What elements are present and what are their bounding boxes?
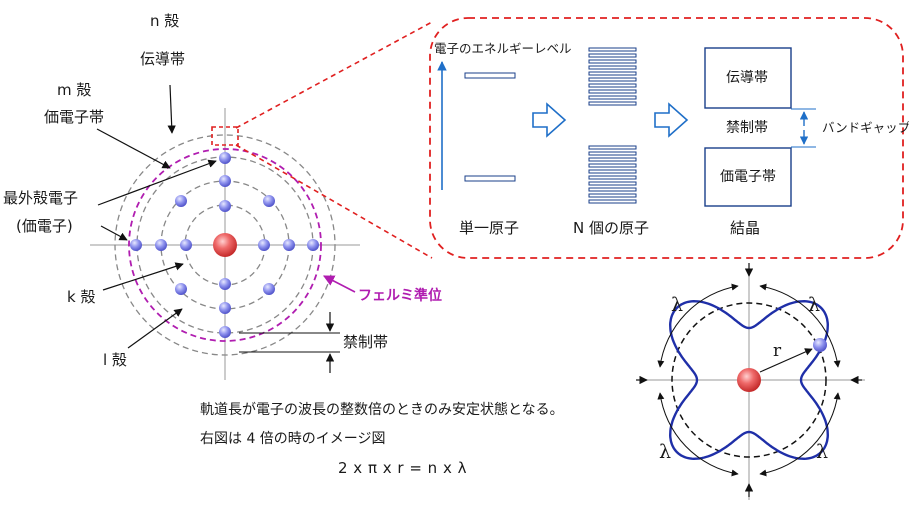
zoom-guide-line-bottom bbox=[235, 144, 433, 259]
electron bbox=[263, 283, 275, 295]
m-shell-pointer bbox=[96, 128, 171, 169]
energy-level-line bbox=[588, 101, 637, 106]
forbidden-band-label: 禁制帯 bbox=[343, 333, 389, 351]
electron bbox=[219, 200, 231, 212]
explanation-line-2: 右図は 4 倍の時のイメージ図 bbox=[200, 431, 386, 447]
wavelength-arc-top-right bbox=[759, 283, 841, 368]
electron bbox=[130, 239, 142, 251]
electrons bbox=[130, 152, 319, 338]
electron bbox=[219, 326, 231, 338]
zoom-guide-line-top bbox=[235, 21, 433, 129]
electron bbox=[219, 278, 231, 290]
lambda-label-bottom-right: λ bbox=[816, 441, 829, 463]
energy-level-line bbox=[588, 157, 637, 162]
arrow-to-n-atoms bbox=[532, 102, 567, 138]
n-atoms-upper-levels bbox=[588, 47, 637, 106]
n-atoms-lower-levels bbox=[588, 145, 637, 204]
energy-level-line bbox=[588, 95, 637, 100]
conduction-band-box bbox=[704, 47, 792, 109]
wave-electron bbox=[813, 338, 827, 352]
energy-level-line bbox=[588, 193, 637, 198]
energy-level-line bbox=[588, 77, 637, 82]
valence-electron-pointer bbox=[100, 225, 128, 241]
band-gap-label: バンドギャップ bbox=[822, 120, 909, 135]
energy-level-line bbox=[588, 59, 637, 64]
electron bbox=[175, 283, 187, 295]
fermi-level-pointer bbox=[323, 275, 356, 293]
outermost-electron bbox=[219, 152, 231, 164]
crystal-valence-band-label: 価電子帯 bbox=[720, 169, 776, 185]
arrow-to-crystal bbox=[654, 102, 689, 138]
electron bbox=[180, 239, 192, 251]
energy-level-line bbox=[588, 71, 637, 76]
lambda-label-bottom-left: λ bbox=[659, 441, 672, 463]
energy-level-line bbox=[588, 187, 637, 192]
base-orbit bbox=[671, 302, 827, 458]
l-shell-pointer bbox=[127, 308, 183, 349]
electron bbox=[307, 239, 319, 251]
lambda-label-top-right: λ bbox=[808, 294, 821, 316]
explanation-line-1: 軌道長が電子の波長の整数倍のときのみ安定状態となる。 bbox=[200, 402, 564, 418]
crystal-conduction-band-label: 伝導帯 bbox=[726, 70, 768, 86]
n-shell-label: n 殻 bbox=[150, 12, 180, 30]
electron bbox=[263, 195, 275, 207]
wavelength-arc-bottom-left bbox=[657, 392, 739, 477]
energy-level-line bbox=[588, 145, 637, 150]
single-atom-upper-level bbox=[464, 72, 516, 79]
valence-electron-label: (価電子) bbox=[16, 217, 73, 235]
valence-band-label: 価電子帯 bbox=[44, 108, 105, 126]
wavelength-arc-bottom-right bbox=[759, 392, 841, 477]
wave-nucleus bbox=[737, 368, 761, 392]
crystal-label: 結晶 bbox=[730, 219, 761, 237]
outermost-electron-pointer bbox=[97, 159, 217, 206]
orbit-wave-diagram bbox=[636, 263, 865, 500]
crystal-forbidden-band-label: 禁制帯 bbox=[726, 120, 768, 136]
electron bbox=[155, 239, 167, 251]
electron bbox=[219, 302, 231, 314]
radius-arrow bbox=[759, 348, 813, 373]
energy-level-line bbox=[588, 65, 637, 70]
energy-level-line bbox=[588, 151, 637, 156]
energy-level-label: 電子のエネルギーレベル bbox=[434, 41, 572, 56]
electron bbox=[175, 195, 187, 207]
energy-level-line bbox=[588, 47, 637, 52]
energy-level-line bbox=[588, 169, 637, 174]
orbit-formula: 2 x π x r = n x λ bbox=[338, 459, 467, 477]
conduction-band-label: 伝導帯 bbox=[140, 50, 186, 68]
zoom-region-box bbox=[211, 126, 239, 146]
single-atom-lower-level bbox=[464, 175, 516, 182]
energy-level-line bbox=[588, 89, 637, 94]
k-shell-label: k 殻 bbox=[67, 288, 96, 306]
m-shell-label: m 殻 bbox=[57, 81, 92, 99]
valence-band-box bbox=[704, 147, 792, 207]
energy-level-line bbox=[588, 83, 637, 88]
n-shell-pointer bbox=[167, 84, 176, 134]
lambda-label-top-left: λ bbox=[671, 294, 684, 316]
energy-level-line bbox=[588, 175, 637, 180]
electron bbox=[258, 239, 270, 251]
l-shell-label: l 殻 bbox=[103, 351, 127, 369]
k-shell-pointer bbox=[102, 262, 184, 291]
fermi-level-orbit bbox=[128, 148, 322, 342]
n-shell-orbit bbox=[114, 134, 336, 356]
energy-level-line bbox=[588, 163, 637, 168]
nucleus bbox=[213, 233, 237, 257]
energy-level-line bbox=[588, 181, 637, 186]
outermost-electron-label: 最外殻電子 bbox=[3, 189, 79, 207]
label-pointers bbox=[96, 84, 356, 373]
energy-level-line bbox=[588, 199, 637, 204]
band-diagram bbox=[429, 17, 904, 259]
electron bbox=[219, 175, 231, 187]
wavelength-arc-top-left bbox=[657, 283, 739, 368]
atom-model bbox=[90, 21, 433, 380]
single-atom-label: 単一原子 bbox=[459, 219, 520, 237]
fermi-level-label: フェルミ準位 bbox=[358, 288, 442, 304]
callout-border bbox=[429, 17, 904, 259]
energy-level-line bbox=[588, 53, 637, 58]
radius-label: r bbox=[773, 341, 782, 361]
n-atoms-label: N 個の原子 bbox=[573, 219, 649, 237]
electron bbox=[283, 239, 295, 251]
